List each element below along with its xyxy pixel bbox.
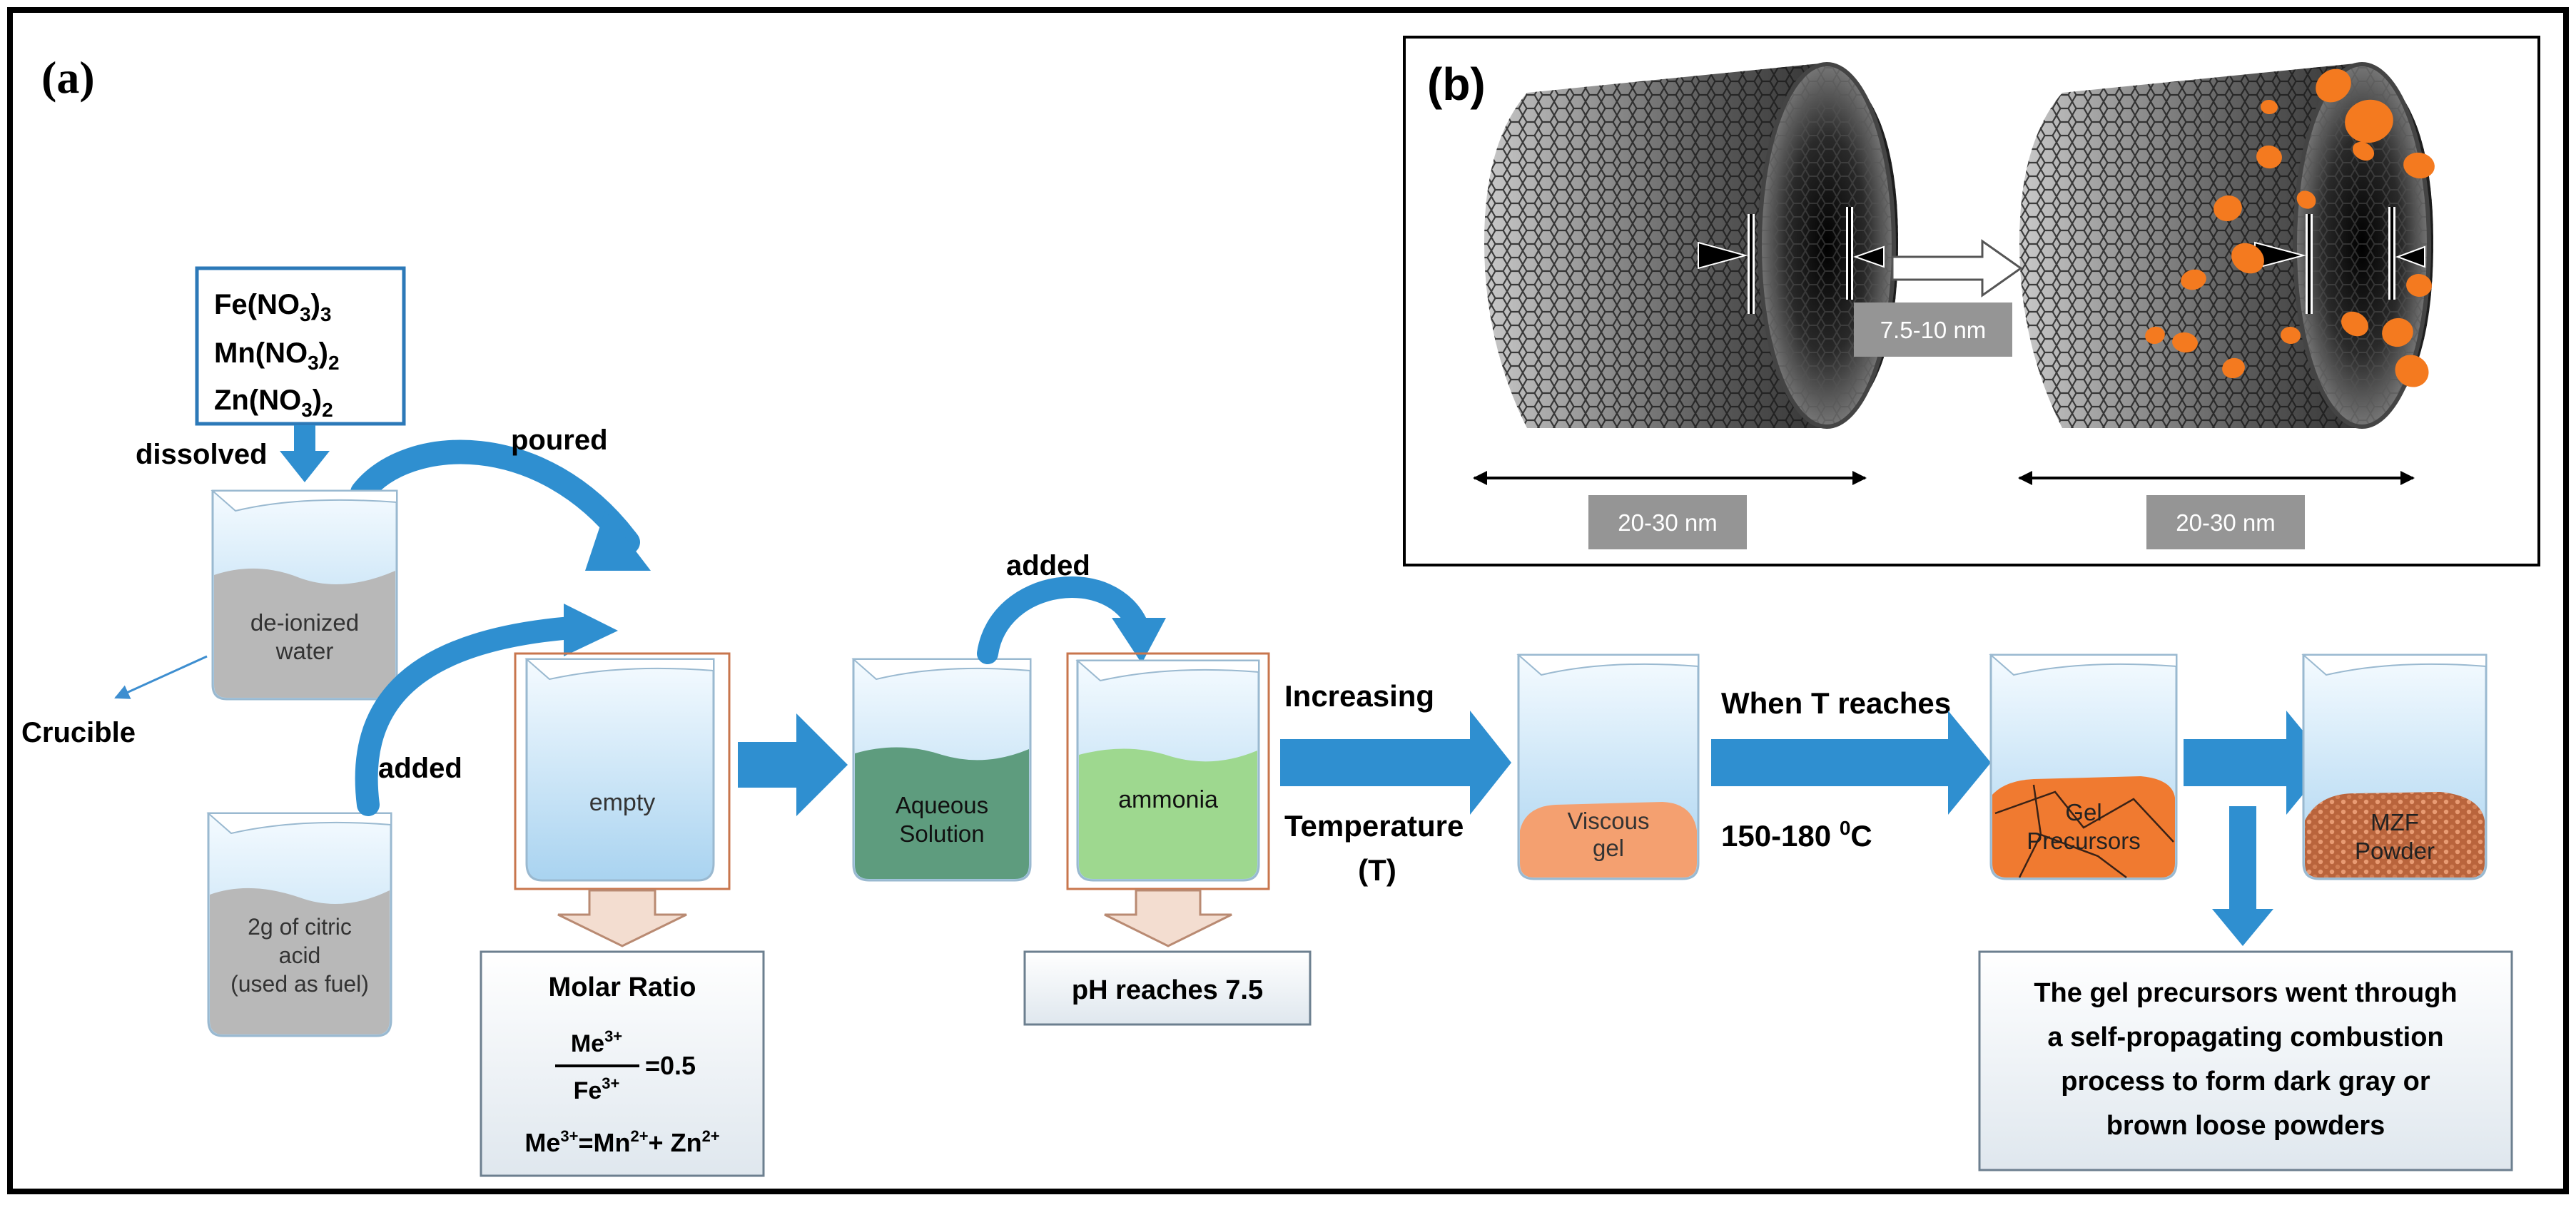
beaker-aqueous-line-1: Aqueous bbox=[896, 792, 988, 818]
arrow-added-ammonia bbox=[977, 576, 1166, 664]
label-temperature: Temperature bbox=[1284, 809, 1464, 843]
label-temp-range: 150-180 0C bbox=[1721, 817, 1872, 853]
beaker-aqueous-line-2: Solution bbox=[899, 820, 984, 847]
nanoparticle bbox=[2231, 243, 2264, 274]
panel-b-label: (b) bbox=[1427, 59, 1486, 110]
label-temperature-symbol: (T) bbox=[1358, 853, 1396, 887]
arrow-down-combustion bbox=[2212, 806, 2273, 946]
beaker-mzf: MZF Powder bbox=[2301, 654, 2488, 880]
reagent-box: Fe(NO3)3 Mn(NO3)2 Zn(NO3)2 bbox=[195, 266, 406, 426]
nanoparticle bbox=[2256, 145, 2282, 169]
length-left-text: 20-30 nm bbox=[1618, 509, 1717, 536]
nanoparticle bbox=[2341, 311, 2368, 337]
reagent-fe: Fe(NO3)3 bbox=[214, 289, 331, 325]
nanoparticle bbox=[2296, 190, 2316, 209]
nanoparticle bbox=[2222, 357, 2245, 379]
beaker-gel-precursors: Gel Precursors bbox=[1989, 654, 2178, 880]
label-crucible: Crucible bbox=[21, 717, 136, 748]
label-length-left: 20-30 nm bbox=[1588, 495, 1747, 549]
label-dissolved: dissolved bbox=[136, 439, 268, 470]
arrow-down-ph bbox=[1104, 889, 1232, 947]
molar-ratio-definition: Me3+=Mn2++ Zn2+ bbox=[524, 1127, 719, 1157]
arrow-crucible bbox=[114, 655, 208, 699]
molar-ratio-box: Molar Ratio Me3+ Fe3+ =0.5 Me3+=Mn2++ Zn… bbox=[480, 950, 765, 1177]
combustion-line-4: brown loose powders bbox=[2106, 1111, 2385, 1141]
beaker-citric: 2g of citric acid (used as fuel) bbox=[206, 812, 392, 1037]
label-added-1: added bbox=[378, 753, 462, 784]
combustion-box: The gel precursors went through a self-p… bbox=[1978, 950, 2513, 1171]
nanoparticle bbox=[2403, 152, 2435, 179]
length-right-text: 20-30 nm bbox=[2176, 509, 2275, 536]
nanoparticle bbox=[2145, 326, 2165, 345]
combustion-line-3: process to form dark gray or bbox=[2061, 1067, 2430, 1097]
combustion-line-2: a self-propagating combustion bbox=[2047, 1022, 2443, 1052]
beaker-empty: empty bbox=[514, 652, 731, 890]
beaker-water: de-ionized water bbox=[211, 489, 398, 701]
beaker-gel-line-1: Gel bbox=[2065, 799, 2101, 825]
nanoparticle bbox=[2345, 99, 2393, 143]
panel-a-label: (a) bbox=[41, 52, 95, 103]
nanoparticle bbox=[2316, 68, 2351, 103]
molar-ratio-value: =0.5 bbox=[645, 1051, 696, 1080]
beaker-viscous-line-2: gel bbox=[1593, 835, 1624, 861]
ph-box: pH reaches 7.5 bbox=[1023, 950, 1312, 1026]
molar-ratio-denominator: Fe3+ bbox=[574, 1074, 620, 1104]
nanoparticle bbox=[2172, 332, 2198, 353]
reagent-zn: Zn(NO3)2 bbox=[214, 385, 333, 421]
arrow-increasing-temperature bbox=[1280, 711, 1511, 815]
combustion-line-1: The gel precursors went through bbox=[2034, 978, 2457, 1008]
arrow-down-molar bbox=[557, 889, 687, 947]
beaker-water-line-2: water bbox=[275, 638, 334, 664]
beaker-viscous-line-1: Viscous bbox=[1568, 808, 1650, 834]
nanoparticle bbox=[2214, 195, 2242, 222]
beaker-viscous: Viscous gel bbox=[1516, 654, 1700, 880]
arrow-transition bbox=[1891, 239, 2023, 298]
beaker-ammonia: ammonia bbox=[1066, 652, 1270, 890]
beaker-mzf-line-1: MZF bbox=[2370, 809, 2419, 835]
label-when-t-reaches: When T reaches bbox=[1721, 686, 1951, 720]
nanoparticles bbox=[2145, 68, 2435, 387]
inner-diameter-text: 7.5-10 nm bbox=[1880, 317, 1987, 343]
beaker-aqueous: Aqueous Solution bbox=[851, 658, 1032, 882]
nanoparticle bbox=[2261, 99, 2278, 115]
arrow-added-citric bbox=[355, 604, 618, 816]
molar-ratio-numerator: Me3+ bbox=[571, 1027, 622, 1057]
reagent-mn: Mn(NO3)2 bbox=[214, 337, 340, 374]
nanoparticle bbox=[2395, 355, 2429, 387]
label-added-2: added bbox=[1006, 550, 1090, 581]
beaker-water-line-1: de-ionized bbox=[250, 609, 359, 636]
arrow-when-t-reaches bbox=[1711, 711, 1991, 815]
nanoparticle bbox=[2406, 273, 2432, 298]
beaker-empty-label: empty bbox=[589, 789, 656, 816]
nanoparticle bbox=[2181, 269, 2206, 290]
beaker-citric-line-3: (used as fuel) bbox=[230, 971, 369, 997]
nanotube-empty bbox=[1484, 62, 1898, 429]
molar-ratio-title: Molar Ratio bbox=[549, 972, 696, 1002]
nanoparticle bbox=[2352, 141, 2375, 161]
nanoparticle bbox=[2382, 317, 2413, 347]
beaker-citric-line-2: acid bbox=[279, 942, 321, 968]
label-increasing: Increasing bbox=[1284, 679, 1434, 713]
ph-note: pH reaches 7.5 bbox=[1072, 975, 1263, 1005]
arrow-to-aqueous bbox=[738, 713, 848, 816]
arrow-dissolved bbox=[280, 425, 330, 482]
beaker-mzf-line-2: Powder bbox=[2355, 838, 2435, 864]
nanoparticle bbox=[2281, 326, 2301, 345]
arrow-poured bbox=[350, 439, 651, 571]
beaker-gel-line-2: Precursors bbox=[2027, 828, 2141, 854]
label-poured: poured bbox=[511, 424, 608, 456]
label-length-right: 20-30 nm bbox=[2146, 495, 2305, 549]
beaker-citric-line-1: 2g of citric bbox=[248, 914, 352, 940]
beaker-ammonia-label: ammonia bbox=[1118, 786, 1218, 813]
label-inner-diameter: 7.5-10 nm bbox=[1854, 302, 2012, 357]
